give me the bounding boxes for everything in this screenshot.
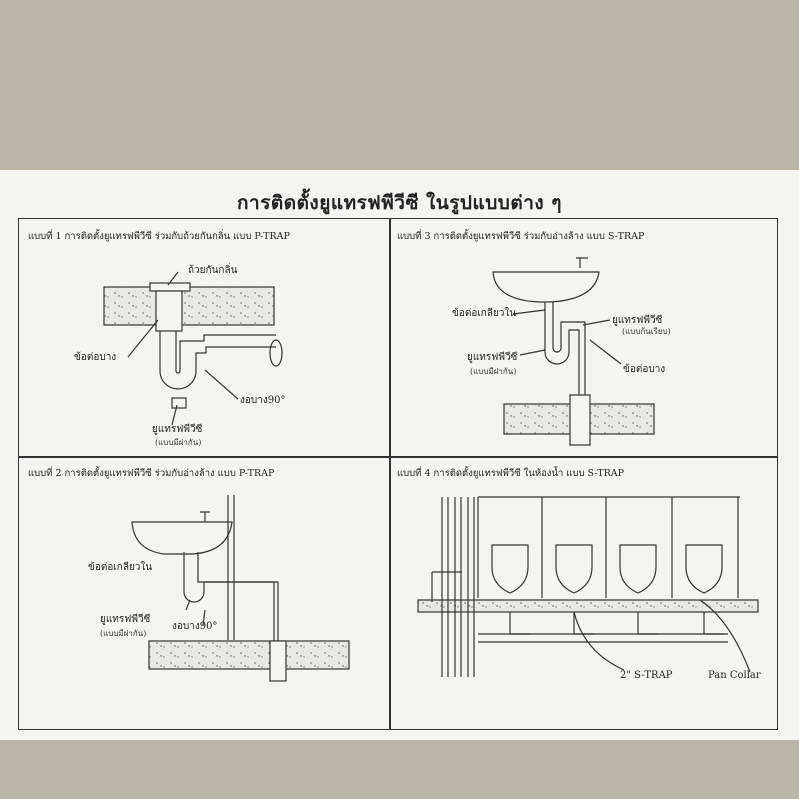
diagram-frame [18, 218, 778, 730]
panel-4-caption: แบบที่ 4 การติดตั้งยูแทรฟพีวีซี ในห้องน้… [397, 468, 624, 479]
elbow-label-2: งอบาง90° [172, 621, 218, 632]
utrap-right-label: ยูแทรฟพีวีซี [612, 315, 663, 326]
thread-adapter-label-3: ข้อต่อเกลียวใน [452, 308, 517, 319]
utrap-left-sub-label: (แบบมีฝากัน) [470, 367, 517, 376]
panel-1-drawing [103, 271, 283, 426]
adapter-label: ข้อต่อบาง [74, 352, 117, 363]
utrap-label-2: ยูแทรฟพีวีซี [100, 614, 151, 625]
adapter-label-3: ข้อต่อบาง [623, 364, 666, 375]
pan-collar-label: Pan Collar [708, 670, 761, 681]
utrap-label: ยูแทรฟพีวีซี [152, 424, 203, 435]
thread-adapter-label: ข้อต่อเกลียวใน [88, 562, 153, 573]
panel-4-drawing [417, 496, 759, 677]
panel-2-drawing [131, 495, 350, 682]
vertical-divider [389, 218, 391, 730]
horizontal-divider [18, 456, 778, 458]
paper-sheet [0, 170, 799, 740]
s-trap-label: 2" S-TRAP [620, 670, 673, 681]
panel-3-drawing [492, 257, 655, 446]
floor-drain-label: ถ้วยกันกลิ่น [188, 265, 238, 276]
panel-3-caption: แบบที่ 3 การติดตั้งยูแทรฟพีวีซี ร่วมกับอ… [397, 231, 645, 242]
page-title: การติดตั้งยูแทรฟพีวีซี ในรูปแบบต่าง ๆ [237, 192, 562, 214]
utrap-sub-label: (แบบมีฝากัน) [155, 438, 202, 447]
panel-2-caption: แบบที่ 2 การติดตั้งยูแทรฟพีวีซี ร่วมกับอ… [28, 468, 275, 479]
utrap-sub-label-2: (แบบมีฝากัน) [100, 629, 147, 638]
elbow-label: งอบาง90° [240, 395, 286, 406]
utrap-left-label: ยูแทรฟพีวีซี [467, 352, 518, 363]
panel-1-caption: แบบที่ 1 การติดตั้งยูแทรฟพีวีซี ร่วมกับถ… [28, 231, 290, 242]
utrap-right-sub-label: (แบบก้นเรียบ) [622, 327, 671, 336]
